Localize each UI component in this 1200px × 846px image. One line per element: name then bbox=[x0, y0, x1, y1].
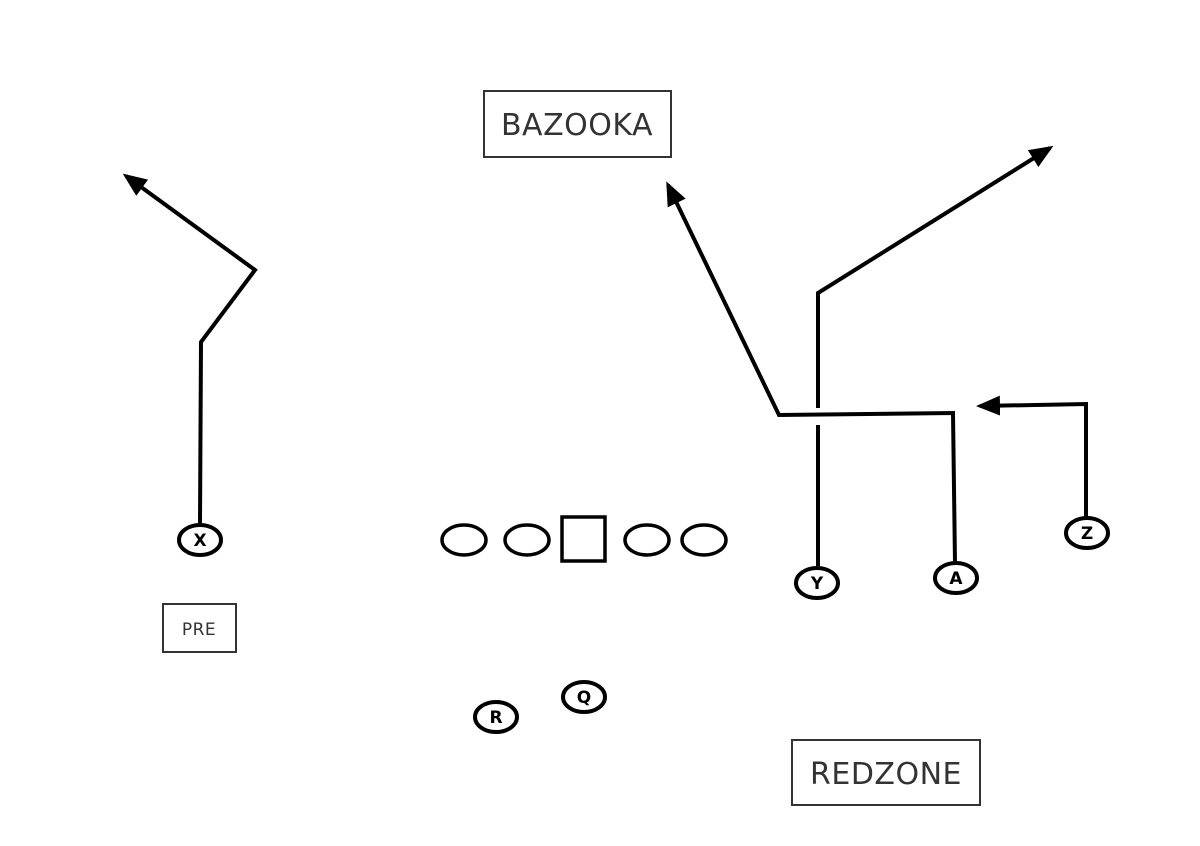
route-a bbox=[666, 181, 957, 564]
lineman-left-guard bbox=[503, 523, 551, 557]
situation-label: REDZONE bbox=[791, 739, 981, 806]
player-q-label: Q bbox=[577, 688, 591, 708]
player-r-label: R bbox=[489, 708, 502, 728]
lineman-left-tackle bbox=[440, 523, 488, 557]
player-z: Z bbox=[1064, 516, 1110, 550]
lineman-right-tackle bbox=[680, 523, 728, 557]
offensive-line bbox=[440, 515, 728, 563]
player-x-label: X bbox=[193, 531, 206, 551]
route-y-upper bbox=[816, 145, 1054, 408]
player-x: X bbox=[177, 523, 223, 557]
player-y: Y bbox=[794, 566, 840, 600]
player-z-label: Z bbox=[1081, 524, 1093, 544]
player-q: Q bbox=[561, 680, 607, 714]
player-a: A bbox=[933, 561, 979, 595]
player-r: R bbox=[473, 700, 519, 734]
play-name-label: BAZOOKA bbox=[483, 90, 672, 158]
player-a-label: A bbox=[949, 569, 963, 589]
play-name-text: BAZOOKA bbox=[501, 108, 653, 143]
route-z bbox=[976, 395, 1088, 518]
formation-text: PRE bbox=[182, 620, 216, 640]
situation-text: REDZONE bbox=[810, 757, 962, 792]
center-square bbox=[560, 515, 607, 563]
player-y-label: Y bbox=[810, 574, 824, 594]
lineman-right-guard bbox=[623, 523, 671, 557]
route-x bbox=[122, 173, 258, 524]
formation-label: PRE bbox=[162, 603, 237, 653]
